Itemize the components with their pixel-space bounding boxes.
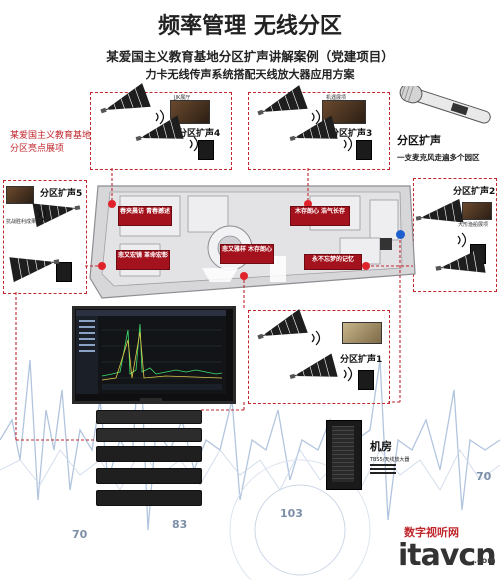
zone-4-marker (108, 200, 116, 208)
left-note-line2: 分区亮点展项 (10, 144, 65, 154)
zone-3-label: 分区扩声3 (330, 129, 373, 139)
zone-1-photo (342, 322, 382, 344)
zone-5-amp (56, 262, 72, 282)
right-note-desc: 一支麦克风走遍多个园区 (397, 153, 480, 162)
left-note-line1: 某爱国主义教育基地 (10, 131, 92, 141)
zone-3-box (248, 92, 390, 170)
machine-room-caption: TBS5/天线放大器 (370, 457, 410, 463)
zone-4-amp (198, 140, 214, 160)
zone-5-box (3, 180, 87, 294)
page-subtitle-2: 力卡无线传声系统搭配天线放大器应用方案 (145, 68, 355, 81)
bg-number-2: 83 (172, 518, 188, 531)
plaque-2: 悲又宏镜 革命宏彰 (116, 250, 170, 270)
zone-3-marker (304, 200, 312, 208)
zone-5-label: 分区扩声5 (40, 189, 83, 199)
antenna-amplifier-2 (96, 468, 202, 484)
machine-room-lines (370, 464, 396, 474)
zone-2-photo-caption: 大形渔船展项 (458, 222, 489, 228)
right-note-title: 分区扩声 (397, 134, 441, 147)
left-note: 某爱国主义教育基地 分区亮点展项 (10, 130, 105, 156)
monitor-stand (140, 398, 162, 404)
page-subtitle: 某爱国主义教育基地分区扩声讲解案例（党建项目） (106, 49, 394, 64)
bg-number-1: 70 (72, 528, 88, 541)
watermark-cn: 数字视听网 (404, 526, 459, 539)
bg-number-4: 70 (476, 470, 492, 483)
zone-3-photo-caption: 机遇展项 (326, 95, 347, 101)
machine-room-label: 机房 (370, 440, 392, 453)
spectrum-display (76, 310, 226, 394)
plaque-3: 悲又雅样 木存朗心 (220, 244, 274, 264)
microphone-icon (399, 86, 491, 124)
zone-3-amp (356, 140, 372, 160)
zone-1-marker (240, 272, 248, 280)
receiver-marker (396, 230, 405, 239)
zone-5-marker (98, 262, 106, 270)
zone-4-label: 分区扩声4 (178, 129, 221, 139)
plaque-1: 春夹晨访 青春撼述 (118, 206, 172, 226)
zone-2-box (413, 178, 497, 292)
right-note: 分区扩声 一支麦克风走遍多个园区 (397, 132, 497, 163)
zone-2-label: 分区扩声2 (453, 187, 496, 197)
bg-number-3: 103 (280, 507, 303, 520)
watermark-en: itavcn (398, 538, 497, 573)
zone-1-label: 分区扩声1 (340, 355, 383, 365)
zone-1-box (248, 310, 390, 404)
plaque-5: 永不忘梦的记忆 (304, 254, 362, 270)
antenna-amplifier-1 (96, 446, 202, 462)
zone-1-amp (358, 370, 374, 390)
zone-5-photo-caption: 抗战胜利成果 (6, 219, 37, 225)
zone-4-box (90, 92, 232, 170)
server-cabinet-door (332, 426, 354, 482)
watermark-domain: .com (474, 556, 496, 565)
receiver-unit-2 (96, 428, 202, 442)
antenna-amplifier-3 (96, 490, 202, 506)
zone-4-photo-caption: JJK展厅 (174, 95, 191, 101)
receiver-unit-1 (96, 410, 202, 424)
page-title: 频率管理 无线分区 (158, 14, 342, 39)
plaque-4: 木存朗心 浩气长存 (290, 206, 350, 226)
wireless-icons (37, 109, 467, 382)
zone-5-photo (6, 186, 34, 204)
zone-2-photo (462, 202, 492, 220)
